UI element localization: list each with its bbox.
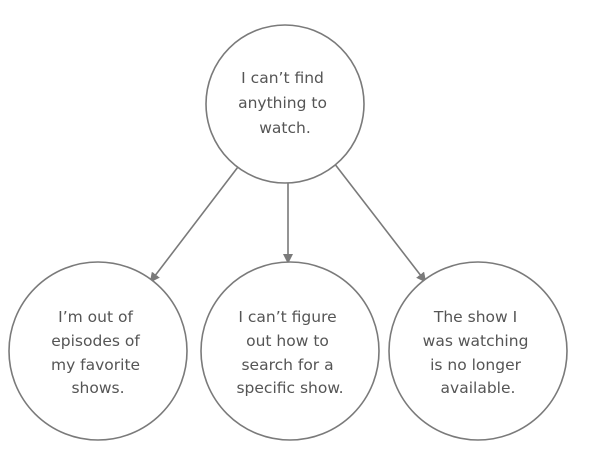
child-1-line-4: shows.: [71, 379, 124, 397]
child-node-3: The show I was watching is no longer ava…: [388, 261, 568, 441]
root-node: I can’t find anything to watch.: [205, 24, 365, 184]
child-3-line-1: The show I: [433, 308, 517, 326]
root-line-2: anything to: [238, 94, 327, 112]
child-node-2: I can’t figure out how to search for a s…: [200, 261, 380, 441]
arrow-to-child-3: [333, 162, 427, 283]
child-2-line-2: out how to: [246, 332, 329, 350]
child-2-line-4: specific show.: [236, 379, 343, 397]
child-node-1-circle: [8, 261, 188, 441]
root-node-circle: [205, 24, 365, 184]
child-1-line-2: episodes of: [51, 332, 140, 350]
child-1-line-1: I’m out of: [58, 308, 133, 326]
child-3-line-2: was watching: [423, 332, 529, 350]
child-2-line-3: search for a: [241, 356, 333, 374]
root-node-label: I can’t find anything to watch.: [238, 69, 332, 137]
child-3-line-4: available.: [441, 379, 516, 397]
connectors: [149, 162, 427, 283]
child-node-3-label: The show I was watching is no longer ava…: [423, 308, 534, 397]
child-node-2-label: I can’t figure out how to search for a s…: [236, 308, 343, 397]
child-node-3-circle: [388, 261, 568, 441]
root-line-3: watch.: [259, 119, 311, 137]
child-node-2-circle: [200, 261, 380, 441]
child-1-line-3: my favorite: [51, 356, 140, 374]
child-node-1-label: I’m out of episodes of my favorite shows…: [51, 308, 145, 397]
child-node-1: I’m out of episodes of my favorite shows…: [8, 261, 188, 441]
arrow-to-child-1: [149, 162, 242, 283]
child-2-line-1: I can’t figure: [238, 308, 336, 326]
root-line-1: I can’t find: [241, 69, 324, 87]
child-3-line-3: is no longer: [430, 356, 522, 374]
